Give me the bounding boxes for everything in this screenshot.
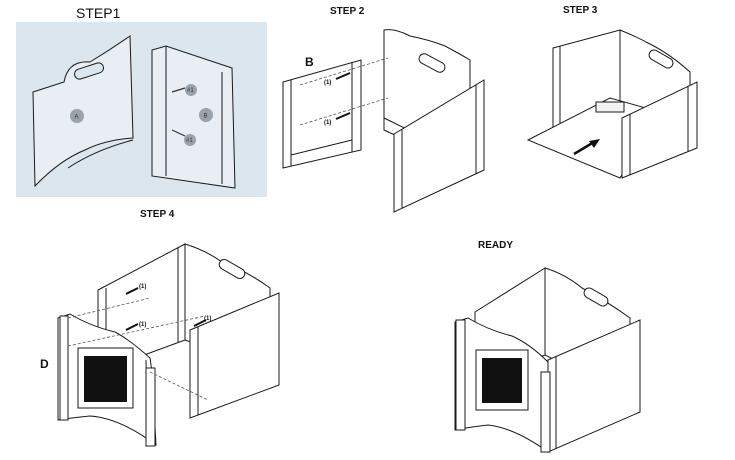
step3-arrow-icon	[573, 139, 600, 156]
badge-b-label: B	[204, 114, 208, 120]
step4-drawing: (1) (1) (1)	[57, 243, 280, 447]
step2-screw-1: (1)	[324, 72, 351, 86]
step4-part-letter: D	[40, 357, 49, 371]
step3-drawing	[526, 29, 698, 179]
screw-badge-2: #1	[171, 129, 196, 146]
badge-b: B	[199, 108, 213, 122]
svg-text:#1: #1	[187, 88, 194, 94]
svg-text:(1): (1)	[139, 322, 146, 328]
step3-title: STEP 3	[563, 5, 598, 16]
svg-text:(1): (1)	[139, 284, 146, 290]
ready-drawing	[454, 267, 641, 453]
svg-text:(1): (1)	[324, 120, 331, 126]
ready-title: READY	[478, 240, 514, 251]
svg-text:#1: #1	[186, 138, 193, 144]
svg-text:(1): (1)	[324, 80, 331, 86]
step2-title: STEP 2	[330, 6, 365, 17]
step4-screw-3: (1)	[193, 316, 211, 327]
step2-screw-2: (1)	[324, 112, 351, 126]
step1-title: STEP1	[72, 5, 141, 21]
step1-drawing: A B #1 #1	[32, 35, 236, 189]
svg-text:(1): (1)	[204, 316, 211, 322]
screw-badge-1: #1	[171, 84, 197, 96]
step4-screw-1: (1)	[125, 284, 146, 295]
step4-screw-2: (1)	[125, 322, 146, 331]
badge-a-label: A	[75, 115, 79, 121]
step4-title: STEP 4	[140, 209, 175, 220]
step2-drawing: (1) (1)	[282, 29, 485, 213]
badge-a: A	[70, 109, 84, 123]
step2-part-letter: B	[305, 55, 314, 69]
